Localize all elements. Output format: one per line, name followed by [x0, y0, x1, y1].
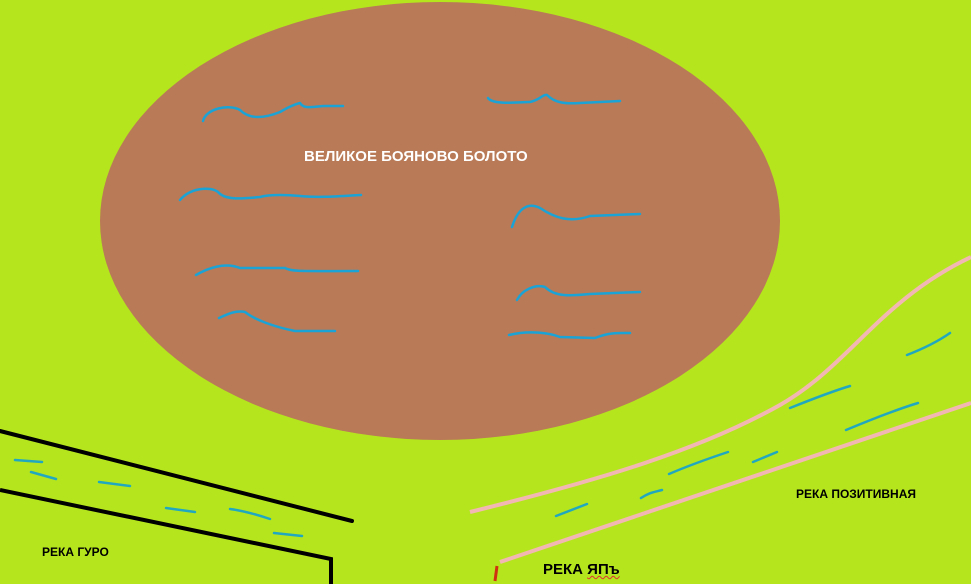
river-positive	[469, 255, 971, 564]
river-yap-prefix: РЕКА	[543, 561, 588, 578]
river-yap-marker	[493, 565, 499, 582]
river-yap-label: РЕКА ЯПъ	[543, 561, 620, 578]
swamp-area	[100, 2, 780, 440]
river-positive-label: РЕКА ПОЗИТИВНАЯ	[796, 487, 917, 501]
river-guro	[0, 429, 354, 584]
swamp-label: ВЕЛИКОЕ БОЯНОВО БОЛОТО	[304, 148, 528, 165]
swamp-water-marks	[178, 93, 642, 340]
river-yap-name: ЯПъ	[587, 561, 620, 578]
river-guro-label: РЕКА ГУРО	[42, 545, 109, 559]
